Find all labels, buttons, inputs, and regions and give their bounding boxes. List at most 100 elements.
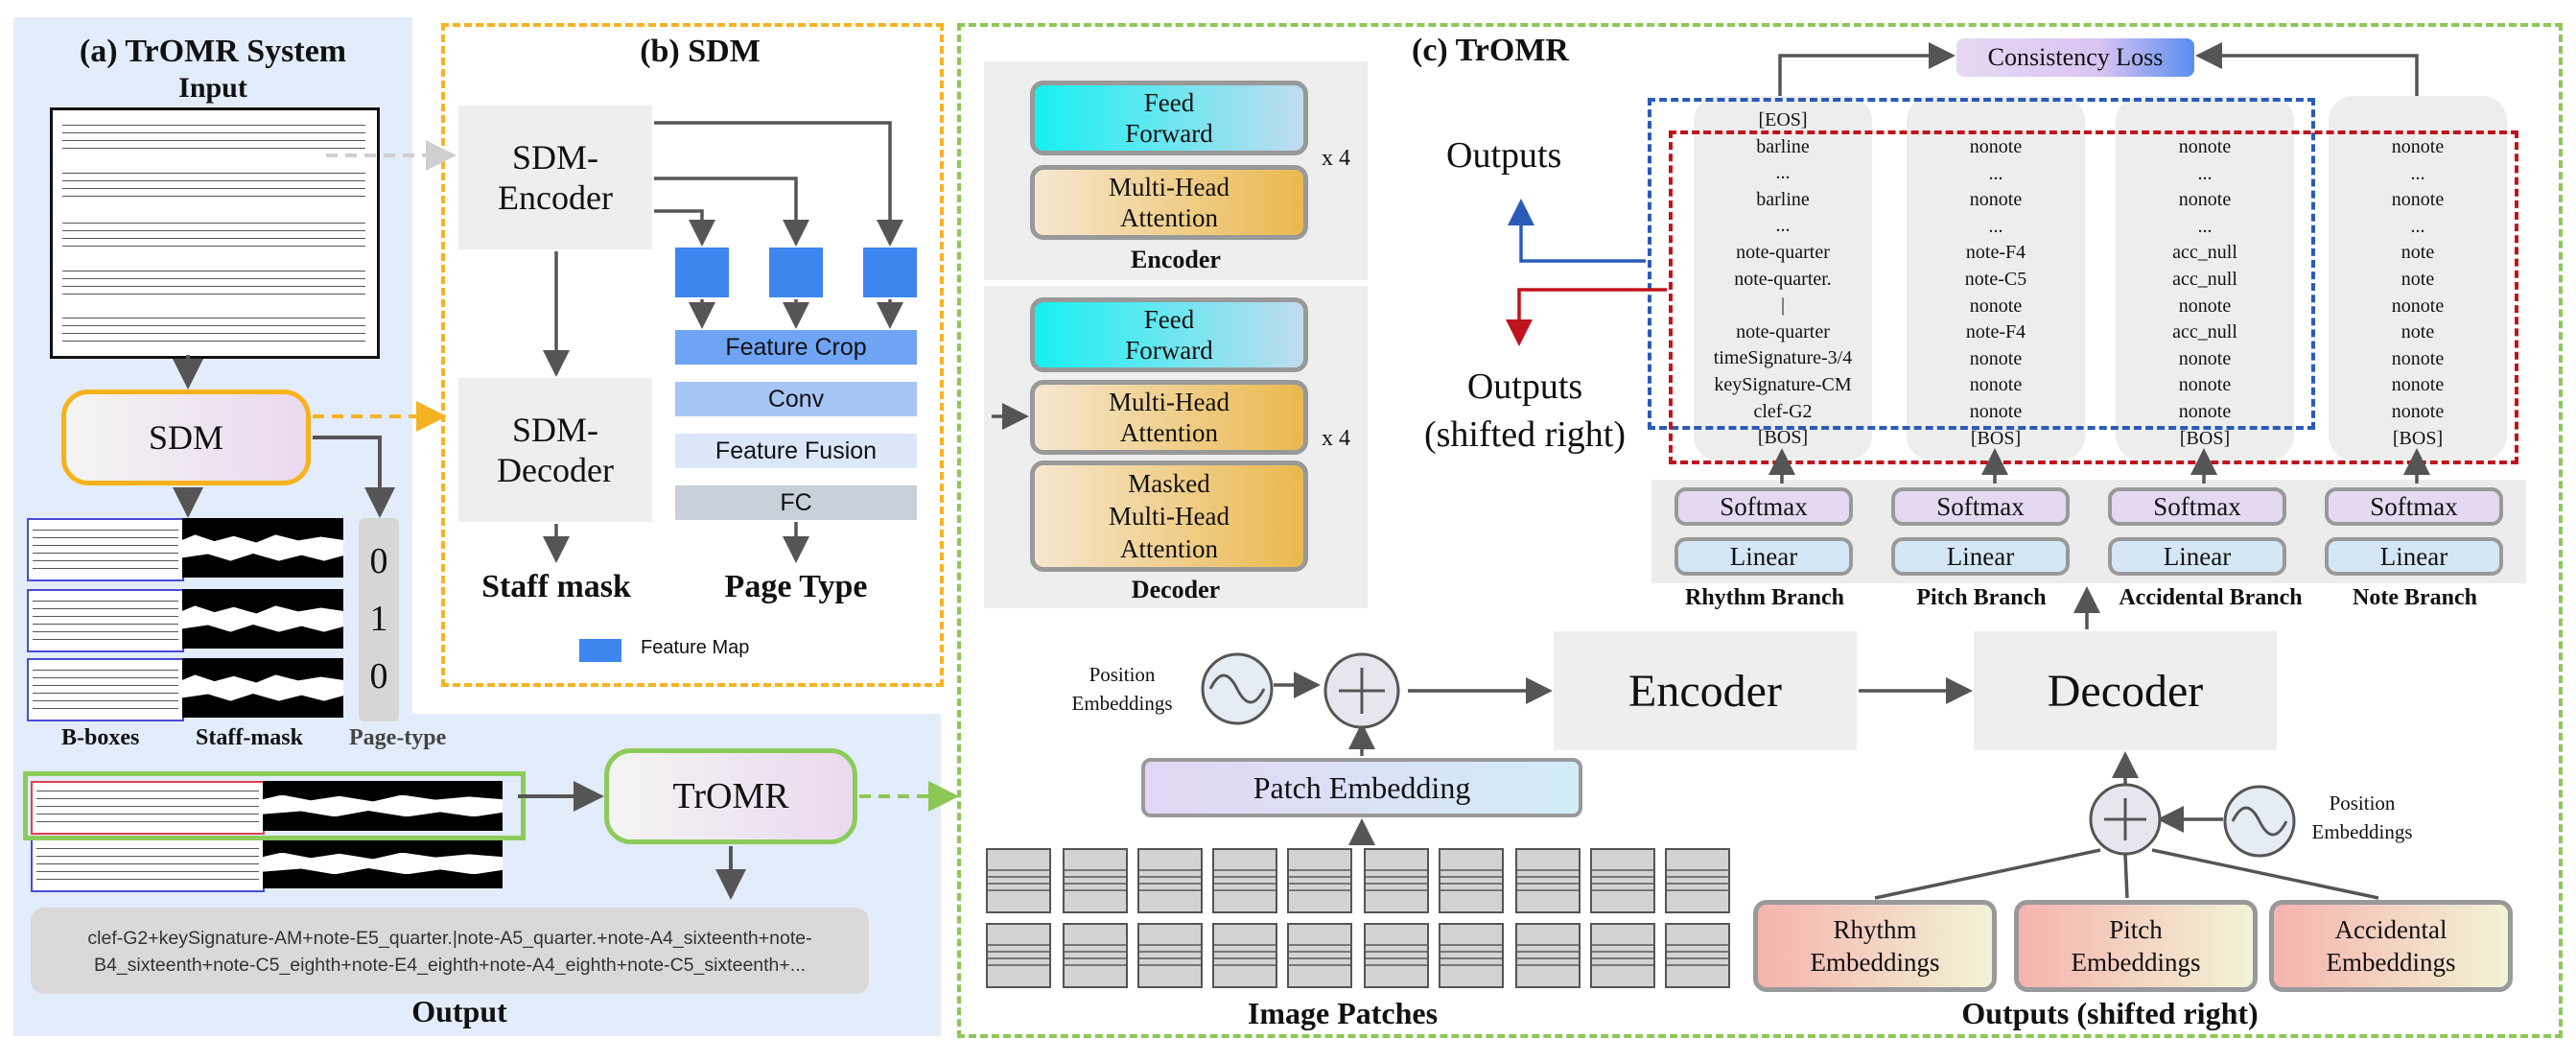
plus-circle-decoder (2089, 783, 2162, 856)
token: [BOS] (2179, 427, 2231, 449)
output-text-line2: B4_sixteenth+note-C5_eighth+note-E4_eigh… (93, 955, 807, 976)
encoder-big-box[interactable]: Encoder (1554, 631, 1857, 750)
dec-multi-head-attention[interactable]: Multi-Head Attention (1030, 380, 1308, 455)
accidental-emb-line2: Embeddings (2326, 948, 2456, 977)
note-token-column: nonote ... nonote ... note note nonote n… (2329, 134, 2507, 452)
token: clef-G2 (1753, 400, 1813, 422)
dec-masked-multi-head-attention[interactable]: Masked Multi-Head Attention (1030, 461, 1308, 572)
position-embeddings-left-label: Position Embeddings (1065, 660, 1180, 718)
outputs-shifted-bottom-label: Outputs (shifted right) (1961, 995, 2259, 1030)
token: nonote (2178, 400, 2232, 422)
fc: FC (675, 485, 917, 520)
sdm-decoder-line2: Decoder (497, 451, 614, 489)
sine-circle-decoder (2223, 785, 2296, 858)
panel-b-title: (b) SDM (640, 34, 761, 69)
enc-feed-forward[interactable]: Feed Forward (1030, 81, 1308, 155)
bboxes-label: B-boxes (61, 725, 140, 750)
dec-mha-line1: Multi-Head (1109, 388, 1229, 416)
enc-multi-head-attention[interactable]: Multi-Head Attention (1030, 165, 1308, 240)
pitch-token-column: nonote ... nonote ... note-F4 note-C5 no… (1907, 134, 2085, 452)
token: nonote (1969, 136, 2023, 157)
token: nonote (2178, 136, 2232, 157)
token: note-C5 (1964, 268, 2027, 290)
page-type-digit-2: 0 (369, 656, 388, 697)
tromr-box-a[interactable]: TrOMR (604, 748, 857, 844)
note-linear: Linear (2325, 537, 2503, 576)
token: nonote (2178, 347, 2232, 369)
pos-emb-left-line1: Position (1089, 663, 1156, 686)
output-label: Output (411, 993, 507, 1028)
enc-ff-line1: Feed (1143, 88, 1195, 117)
accidental-embeddings-box[interactable]: Accidental Embeddings (2269, 900, 2513, 992)
dec-masked-line3: Attention (1120, 534, 1218, 563)
token: acc_null (2172, 268, 2237, 290)
token: timeSignature-3/4 (1713, 347, 1853, 369)
token: acc_null (2172, 321, 2237, 343)
patch-embedding-box[interactable]: Patch Embedding (1141, 758, 1582, 817)
token: ... (1775, 162, 1791, 184)
legend-feature-map-label: Feature Map (641, 637, 750, 658)
red-dashed-box (1669, 130, 2518, 464)
token: nonote (1969, 374, 2023, 396)
panel-a-title: (a) TrOMR System (79, 34, 347, 69)
panel-a-arrows (173, 355, 746, 900)
dec-ff-line2: Forward (1125, 336, 1213, 365)
token: barline (1756, 135, 1810, 157)
enc-mha-line2: Attention (1120, 203, 1218, 232)
feature-fusion: Feature Fusion (675, 434, 917, 468)
token: [BOS] (2392, 427, 2444, 449)
token: barline (1756, 188, 1810, 210)
token: nonote (2391, 374, 2445, 396)
pitch-emb-line2: Embeddings (2071, 948, 2201, 977)
token: note-F4 (1965, 321, 2026, 343)
panel-c-arrows (992, 42, 2430, 900)
note-softmax: Softmax (2325, 487, 2503, 526)
dec-ff-line1: Feed (1143, 305, 1195, 334)
sine-circle-encoder (1201, 652, 1274, 725)
rhythm-emb-line2: Embeddings (1810, 948, 1940, 977)
token: nonote (2178, 374, 2232, 396)
pitch-emb-line1: Pitch (2109, 915, 2163, 944)
enc-repeat: x 4 (1322, 146, 1350, 171)
sdm-decoder[interactable]: SDM- Decoder (458, 378, 652, 522)
note-branch-label: Note Branch (2353, 584, 2477, 610)
outputs-shifted-line1: Outputs (1466, 366, 1583, 407)
token: [BOS] (1757, 427, 1809, 449)
system-image (27, 768, 506, 892)
legend-feature-map-swatch (579, 639, 621, 662)
pitch-embeddings-box[interactable]: Pitch Embeddings (2014, 900, 2258, 992)
token: ... (1775, 215, 1791, 237)
feature-map-square-1 (675, 248, 729, 297)
token: ... (1988, 215, 2003, 237)
token: note-quarter (1736, 241, 1830, 263)
sdm-box[interactable]: SDM (61, 390, 311, 485)
dec-masked-line1: Masked (1128, 469, 1210, 498)
pos-emb-right-line2: Embeddings (2311, 820, 2413, 843)
token: ... (2410, 162, 2425, 184)
input-label: Input (178, 72, 247, 104)
token: note-quarter. (1734, 268, 1832, 290)
token: nonote (2391, 136, 2445, 157)
token: nonote (2391, 347, 2445, 369)
rhythm-embeddings-box[interactable]: Rhythm Embeddings (1753, 900, 1997, 992)
panel-b-frame (441, 23, 944, 687)
pitch-linear: Linear (1891, 537, 2070, 576)
dec-feed-forward[interactable]: Feed Forward (1030, 297, 1308, 372)
panel-c-title: (c) TrOMR (1412, 33, 1569, 68)
token: note (2400, 242, 2435, 264)
decoder-big-box[interactable]: Decoder (1974, 631, 2277, 750)
token: nonote (1969, 295, 2023, 317)
position-embeddings-right-label: Position Embeddings (2300, 789, 2424, 846)
enc-ff-line2: Forward (1125, 119, 1213, 148)
token: ... (2410, 215, 2425, 237)
rhythm-branch-label: Rhythm Branch (1684, 584, 1845, 610)
sdm-encoder[interactable]: SDM- Encoder (458, 106, 652, 249)
image-patches-grid (986, 848, 1730, 994)
image-patches-label: Image Patches (1247, 995, 1439, 1030)
feature-crop: Feature Crop (675, 330, 917, 365)
sdm-decoder-line1: SDM- (511, 411, 599, 449)
conv: Conv (675, 382, 917, 416)
rhythm-token-column: [EOS] barline ... barline ... note-quart… (1694, 107, 1872, 452)
outputs-shifted-label: Outputs (shifted right) (1400, 363, 1650, 459)
